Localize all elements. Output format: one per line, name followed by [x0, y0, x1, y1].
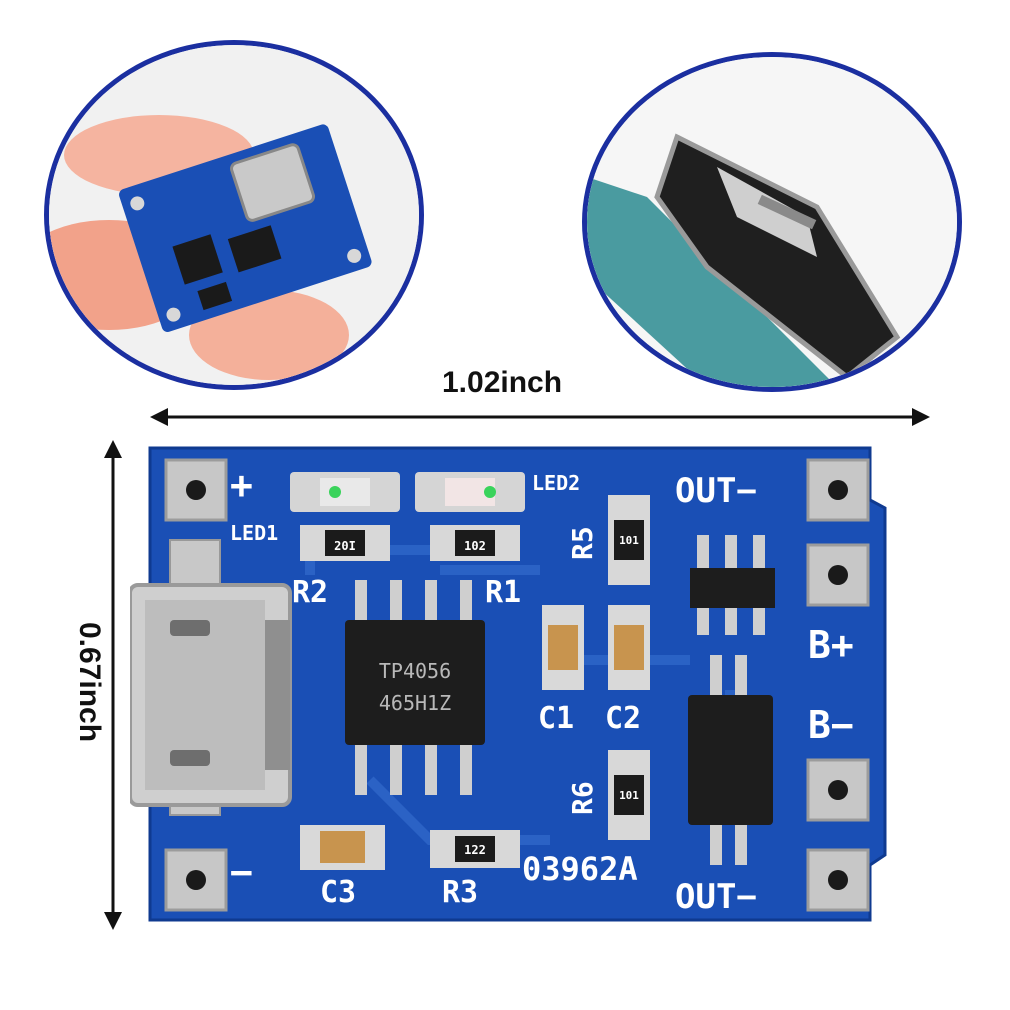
silk-r1: R1 [485, 575, 521, 610]
resistor-r3: 122 [430, 830, 520, 868]
resistor-r1: 102 [430, 525, 520, 561]
tp4056-chip: TP4056 465H1Z [345, 580, 485, 795]
silk-k: K [878, 460, 887, 476]
silk-out-minus-top: OUT− [675, 471, 757, 511]
silk-led1: LED1 [230, 521, 278, 545]
silk-minus: − [230, 850, 253, 894]
silk-r6: R6 [566, 781, 599, 815]
silk-plus: + [230, 463, 253, 507]
silk-r3: R3 [442, 875, 478, 910]
protection-mosfet [690, 535, 775, 635]
silk-b-plus: B+ [808, 623, 854, 667]
board-in-hand-photo [44, 40, 424, 390]
svg-text:465H1Z: 465H1Z [379, 691, 451, 715]
height-dimension-arrow [104, 440, 122, 930]
silk-c1: C1 [538, 701, 574, 736]
svg-text:102: 102 [464, 539, 486, 553]
led2 [415, 472, 525, 512]
silk-r5: R5 [566, 526, 599, 560]
protection-ic [688, 655, 773, 865]
board-in-hand-illustration [49, 45, 419, 385]
silk-out-minus-bottom: OUT− [675, 877, 757, 917]
svg-text:20I: 20I [334, 539, 356, 553]
silk-c3: C3 [320, 875, 356, 910]
silk-r2: R2 [292, 575, 328, 610]
width-dimension-label: 1.02inch [442, 366, 563, 399]
usb-port-small [230, 143, 316, 222]
silk-c2: C2 [605, 701, 641, 736]
pcb-board: 20I 102 122 101 101 [130, 446, 887, 922]
usb-connector-illustration [587, 57, 957, 387]
height-dimension-label: 0.67inch [73, 621, 106, 743]
micro-usb-port [130, 539, 292, 816]
resistor-r5: 101 [608, 495, 650, 585]
solder-pads [164, 458, 870, 912]
width-dimension-arrow [150, 408, 930, 426]
silk-model: 03962A [522, 850, 638, 888]
svg-text:101: 101 [619, 789, 639, 802]
pcb-edge [587, 177, 837, 387]
svg-text:TP4056: TP4056 [379, 659, 451, 683]
usb-connector-closeup-photo [582, 52, 962, 392]
resistor-r6: 101 [608, 750, 650, 840]
resistor-r2: 20I [300, 525, 390, 561]
silk-led2: LED2 [532, 471, 580, 495]
led1 [290, 472, 400, 512]
silk-b-minus: B− [808, 703, 854, 747]
svg-text:101: 101 [619, 534, 639, 547]
svg-text:122: 122 [464, 843, 486, 857]
